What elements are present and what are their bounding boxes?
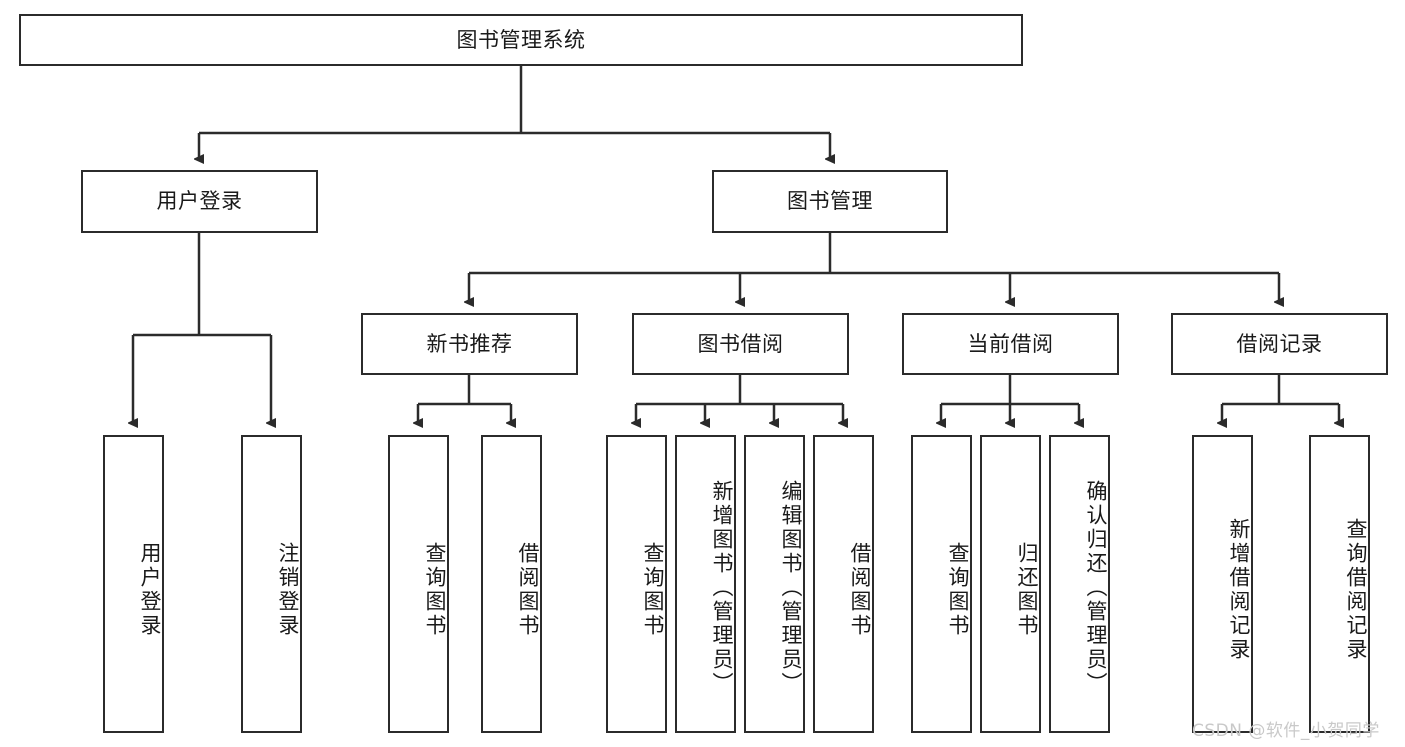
node-label: 归还图书 <box>1015 542 1039 638</box>
node-label: 编辑图书（管理员） <box>779 480 803 696</box>
node-label: 新增借阅记录 <box>1227 518 1251 662</box>
node-label: 借阅图书 <box>516 542 540 638</box>
node-label: 新增图书（管理员） <box>710 480 734 696</box>
leaf-user-login[interactable]: 用户登录 <box>103 435 164 733</box>
node-label: 借阅记录 <box>1236 331 1323 356</box>
leaf-current-return-book[interactable]: 归还图书 <box>980 435 1041 733</box>
leaf-current-query-book[interactable]: 查询图书 <box>911 435 972 733</box>
node-current-borrow[interactable]: 当前借阅 <box>902 313 1119 375</box>
node-label: 当前借阅 <box>967 331 1054 356</box>
node-label: 图书管理系统 <box>456 27 586 52</box>
node-label: 用户登录 <box>156 189 243 214</box>
node-book-management[interactable]: 图书管理 <box>712 170 948 233</box>
watermark: CSDN @软件_小贺同学 <box>1192 721 1380 741</box>
node-label: 新书推荐 <box>426 331 513 356</box>
node-user-login[interactable]: 用户登录 <box>81 170 318 233</box>
node-book-borrow[interactable]: 图书借阅 <box>632 313 849 375</box>
node-label: 查询图书 <box>641 542 665 638</box>
leaf-record-query-record[interactable]: 查询借阅记录 <box>1309 435 1370 733</box>
node-label: 借阅图书 <box>848 542 872 638</box>
node-label: 确认归还（管理员） <box>1084 480 1108 696</box>
node-label: 查询图书 <box>946 542 970 638</box>
node-label: 查询图书 <box>423 542 447 638</box>
node-label: 用户登录 <box>138 542 162 638</box>
leaf-borrow-add-book-admin[interactable]: 新增图书（管理员） <box>675 435 736 733</box>
leaf-recommend-borrow-book[interactable]: 借阅图书 <box>481 435 542 733</box>
node-label: 查询借阅记录 <box>1344 518 1368 662</box>
node-borrow-record[interactable]: 借阅记录 <box>1171 313 1388 375</box>
leaf-borrow-query-book[interactable]: 查询图书 <box>606 435 667 733</box>
node-root-system[interactable]: 图书管理系统 <box>19 14 1023 66</box>
leaf-record-add-record[interactable]: 新增借阅记录 <box>1192 435 1253 733</box>
node-label: 图书管理 <box>787 189 873 214</box>
node-label: 图书借阅 <box>697 331 784 356</box>
node-label: 注销登录 <box>276 542 300 638</box>
leaf-logout-login[interactable]: 注销登录 <box>241 435 302 733</box>
leaf-borrow-edit-book-admin[interactable]: 编辑图书（管理员） <box>744 435 805 733</box>
node-new-book-recommend[interactable]: 新书推荐 <box>361 313 578 375</box>
leaf-current-confirm-return-admin[interactable]: 确认归还（管理员） <box>1049 435 1110 733</box>
leaf-recommend-query-book[interactable]: 查询图书 <box>388 435 449 733</box>
leaf-borrow-borrow-book[interactable]: 借阅图书 <box>813 435 874 733</box>
